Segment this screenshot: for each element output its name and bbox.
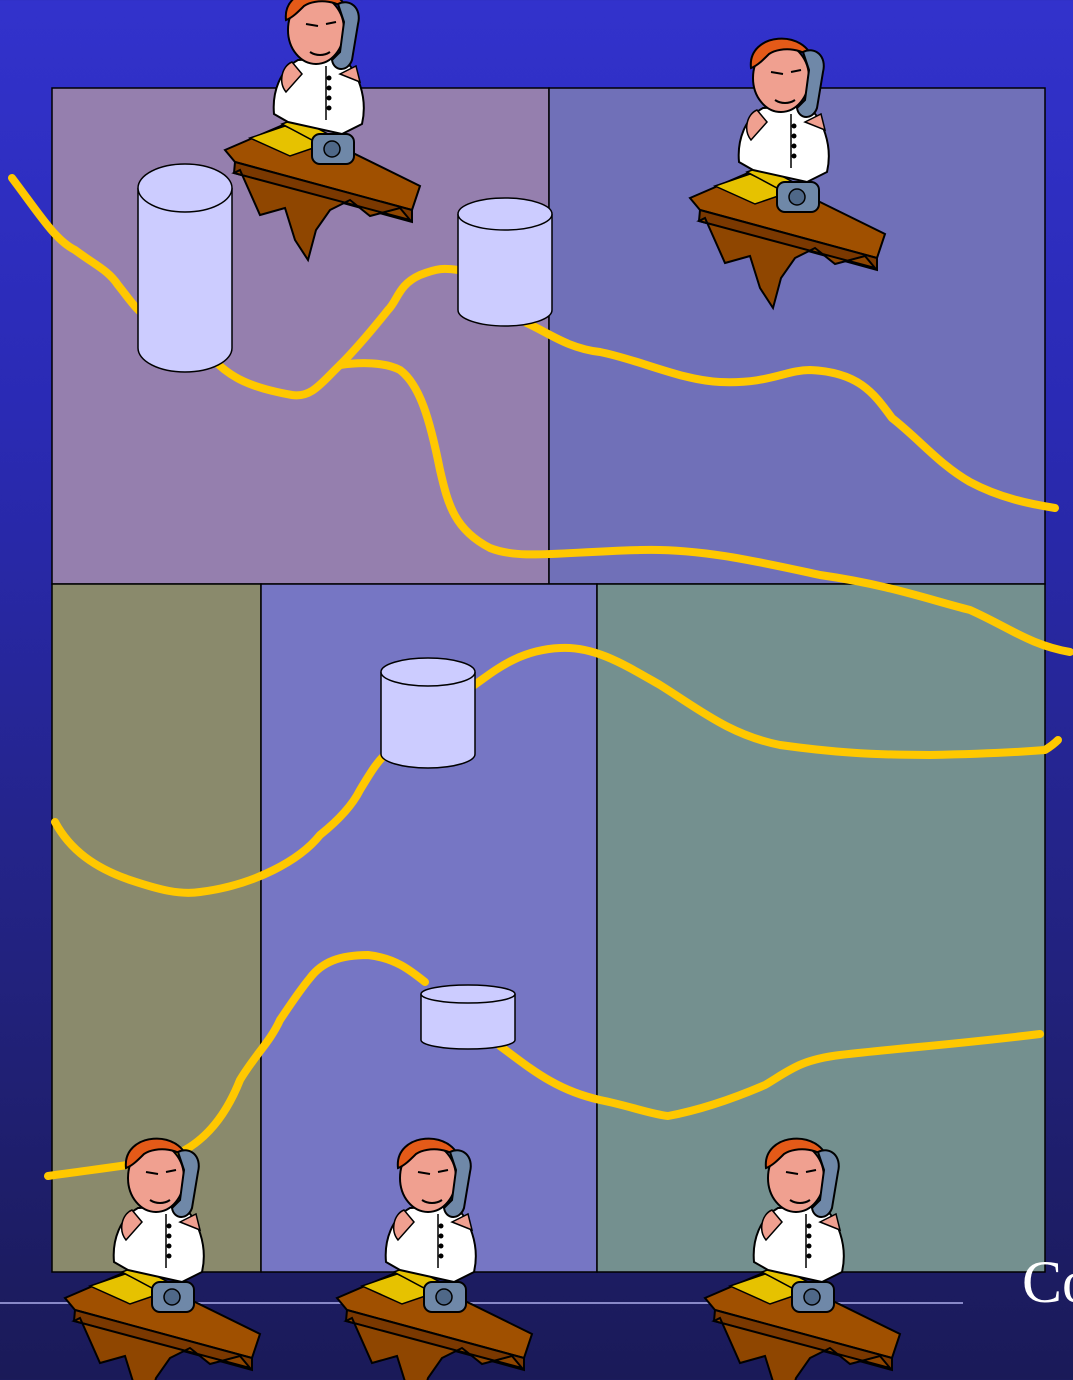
storage-cylinder-icon	[458, 198, 552, 326]
storage-cylinder-icon	[421, 985, 515, 1049]
storage-cylinder-icon	[381, 658, 475, 768]
slide-footer-text: Co	[1022, 1252, 1073, 1312]
storage-cylinder-icon	[138, 164, 232, 372]
